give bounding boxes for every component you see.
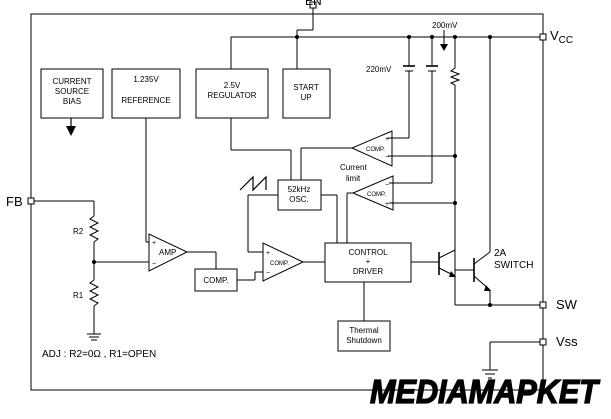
switch-label-1: 2A <box>494 248 507 259</box>
vss-pin <box>539 338 547 346</box>
lower-comp-minus: − <box>385 182 389 189</box>
en-pin-label: EN <box>305 0 322 8</box>
control-label-1: CONTROL <box>348 248 388 257</box>
current-source-label-1: CURRENT <box>52 77 91 86</box>
lower-comp-plus: + <box>385 201 389 208</box>
upper-comp-label: COMP. <box>366 147 385 153</box>
thermal-label-2: Shutdown <box>346 336 382 345</box>
pwm-comp-plus: + <box>266 250 270 257</box>
adj-note: ADJ : R2=0Ω , R1=OPEN <box>42 349 156 360</box>
osc-frequency-label: 52kHz <box>288 185 311 194</box>
reference-voltage-label: 1.235V <box>133 75 159 84</box>
current-limit-label-1: Current <box>340 163 367 172</box>
resistor-r2 <box>88 215 100 243</box>
osc-label: OSC. <box>289 195 309 204</box>
switch-label-2: SWITCH <box>494 260 533 271</box>
pwm-comp-minus: − <box>266 270 270 277</box>
sense-resistor <box>449 66 461 87</box>
sw-pin-label: SW <box>556 297 578 312</box>
reference-label: REFERENCE <box>121 96 170 105</box>
amp-triangle <box>148 233 189 272</box>
sw-pin <box>539 301 547 309</box>
watermark-text: MEDIAMAPKET <box>370 373 601 410</box>
regulator-label: REGULATOR <box>207 91 256 100</box>
current-source-label-2: SOURCE <box>55 87 89 96</box>
amp-label: AMP <box>159 248 176 257</box>
current-source-bias-block <box>40 68 104 119</box>
outer-frame <box>30 13 544 391</box>
r1-label: R1 <box>73 291 84 300</box>
amp-minus: − <box>152 261 156 268</box>
fb-pin <box>27 197 35 205</box>
startup-block <box>282 68 331 119</box>
lower-comparator-triangle <box>351 175 394 211</box>
r2-label: R2 <box>73 227 84 236</box>
startup-label-1: START <box>293 83 319 92</box>
regulator-voltage-label: 2.5V <box>224 81 241 90</box>
amp-plus: + <box>152 240 156 247</box>
control-label-3: DRIVER <box>353 267 383 276</box>
comp-block-label: COMP. <box>203 276 228 285</box>
startup-label-2: UP <box>300 93 311 102</box>
current-limit-label-2: limit <box>346 174 361 183</box>
control-label-2: + <box>366 257 371 266</box>
voltage-220mv-label: 220mV <box>366 65 392 74</box>
pwm-comparator-triangle <box>262 242 305 282</box>
regulator-block <box>195 68 269 119</box>
fb-pin-label: FB <box>6 194 23 209</box>
en-pin <box>309 1 317 9</box>
resistor-r1 <box>88 279 100 307</box>
pointer-arrow-icon <box>440 30 448 51</box>
current-arrow-icon <box>66 118 76 136</box>
upper-comp-plus: + <box>385 136 389 143</box>
lower-comp-label: COMP. <box>367 192 386 198</box>
upper-comparator-triangle <box>350 130 393 167</box>
thermal-label-1: Thermal <box>349 326 379 335</box>
vcc-pin <box>539 33 547 41</box>
vcc-pin-label: VCC <box>550 28 573 46</box>
vss-pin-label: Vss <box>556 334 578 349</box>
voltage-200mv-label: 200mV <box>432 21 458 30</box>
upper-comp-minus: − <box>385 154 389 161</box>
sawtooth-icon <box>239 175 267 192</box>
current-source-label-3: BIAS <box>63 97 81 106</box>
pwm-comp-label: COMP. <box>270 261 289 267</box>
